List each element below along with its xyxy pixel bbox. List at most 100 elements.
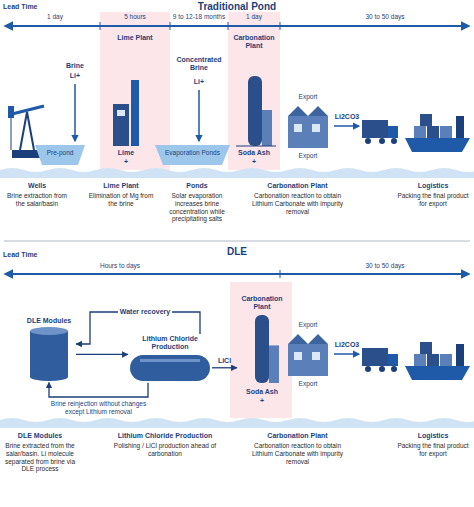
- tank-highlight: [140, 359, 200, 362]
- timeline-tick: [280, 22, 281, 30]
- highlight-column: [230, 282, 292, 418]
- step-description: Carbonation reaction to obtain Lithium C…: [250, 192, 345, 215]
- small-label: Export: [285, 321, 331, 329]
- step-heading: Wells: [2, 182, 72, 190]
- well-head: [8, 106, 14, 118]
- step-heading: Carbonation Plant: [250, 432, 345, 440]
- small-label: Export: [285, 93, 331, 101]
- licl-tank-shape: [128, 353, 212, 383]
- highlight-column: [228, 12, 280, 170]
- step-description: Solar evaporation increases brine concen…: [160, 192, 234, 223]
- lime-plant: [113, 104, 129, 146]
- stage-label: Lime: [106, 149, 146, 157]
- connector-label: Water recovery: [118, 308, 172, 316]
- cylinder-bottom: [30, 373, 68, 381]
- pre-pond: [35, 145, 85, 165]
- step-description: Brine extraction from the salar/basin: [2, 192, 72, 208]
- tower-body: [255, 315, 269, 383]
- step-description: Packing the final product for export: [395, 442, 471, 458]
- step-description: Carbonation reaction to obtain Lithium C…: [250, 442, 345, 465]
- cylinder-top: [30, 327, 68, 335]
- step-heading: Carbonation Plant: [250, 182, 345, 190]
- stage-label: +: [228, 158, 280, 166]
- brine-arrow: [198, 90, 200, 141]
- flow-connector: [212, 367, 237, 368]
- flow-connector: [49, 382, 148, 397]
- step-description: Polishing / LiCl production ahead of car…: [110, 442, 220, 458]
- stage-label: Soda Ash: [228, 149, 280, 157]
- stage-label: Brine: [55, 62, 95, 70]
- evaporation-pond: [155, 145, 230, 165]
- dle-module: DLE Modules: [22, 316, 76, 382]
- tank-body: [130, 355, 210, 381]
- small-label: Pre-pond: [35, 149, 85, 157]
- connector-label: LiCl: [218, 357, 231, 365]
- tower-base: [236, 146, 276, 147]
- connector-label: Brine reinjection without changes except…: [41, 400, 156, 416]
- export-logistics: [288, 106, 470, 152]
- timeline-bar: [5, 25, 469, 27]
- small-label: Export: [285, 380, 331, 388]
- node-label: Lithium Chloride Production: [128, 334, 212, 353]
- well-beam: [12, 106, 44, 114]
- step-heading: Lithium Chloride Production: [110, 432, 220, 440]
- step-heading: DLE Modules: [2, 432, 78, 440]
- stage-label: Lead Time: [3, 3, 53, 11]
- well-frame: [20, 112, 34, 150]
- timeline-tick: [100, 22, 101, 30]
- well-rod: [11, 118, 12, 150]
- step-description: Brine extracted from the salar/basin. Li…: [2, 442, 78, 473]
- cylinder-body: [30, 331, 68, 377]
- flow-connector: [76, 354, 128, 355]
- step-heading: Logistics: [395, 432, 471, 440]
- export-logistics: [288, 334, 470, 380]
- stage-label: Li2CO3: [331, 113, 363, 121]
- small-label: Evaporation Ponds: [155, 149, 230, 157]
- stage-label: Carbonation Plant: [228, 34, 280, 51]
- small-label: 9 to 12-18 months: [166, 13, 232, 21]
- small-label: Hours to days: [20, 262, 220, 270]
- step-description: Elimination of Mg from the brine: [86, 192, 156, 208]
- timeline-tick: [228, 22, 229, 30]
- panel-heading: DLE: [0, 246, 474, 258]
- node-label: DLE Modules: [22, 316, 76, 326]
- timeline-tick: [170, 22, 171, 30]
- panel-heading: Traditional Pond: [0, 1, 474, 13]
- ground-water: [0, 418, 474, 428]
- small-label: 1 day: [228, 13, 280, 21]
- timeline-tick: [280, 270, 281, 278]
- stage-label: Li+: [179, 78, 219, 86]
- brine-arrow: [74, 84, 76, 141]
- stage-label: +: [237, 397, 287, 405]
- timeline-bar: [5, 273, 469, 275]
- small-label: 30 to 50 days: [330, 13, 440, 21]
- stage-label: Soda Ash: [237, 388, 287, 396]
- stage-label: Li+: [55, 72, 95, 80]
- small-label: 30 to 50 days: [330, 262, 440, 270]
- carbonation-tower-shape: [237, 313, 287, 385]
- small-label: 5 hours: [100, 13, 170, 21]
- stage-label: Li2CO3: [331, 341, 363, 349]
- carbonation-unit: [262, 110, 272, 146]
- plant-window: [117, 110, 125, 116]
- panel-divider: [4, 241, 470, 242]
- node-label: Carbonation Plant: [237, 294, 287, 313]
- step-heading: Ponds: [160, 182, 234, 190]
- carbonation-tower: [248, 76, 262, 146]
- tower-unit: [269, 345, 279, 383]
- licl-tank: Lithium Chloride Production: [128, 334, 212, 383]
- lime-chimney: [131, 80, 139, 146]
- stage-label: Lead Time: [3, 251, 53, 259]
- step-heading: Lime Plant: [86, 182, 156, 190]
- carbonation-tower: Carbonation Plant: [237, 294, 287, 385]
- stage-label: +: [106, 158, 146, 166]
- stage-label: Lime Plant: [100, 34, 170, 42]
- stage-label: Concentrated Brine: [168, 56, 230, 73]
- step-description: Packing the final product for export: [395, 192, 471, 208]
- small-label: 1 day: [25, 13, 85, 21]
- dle-module-shape: [22, 326, 76, 382]
- ground-water: [0, 168, 474, 178]
- small-label: Export: [285, 152, 331, 160]
- step-heading: Logistics: [395, 182, 471, 190]
